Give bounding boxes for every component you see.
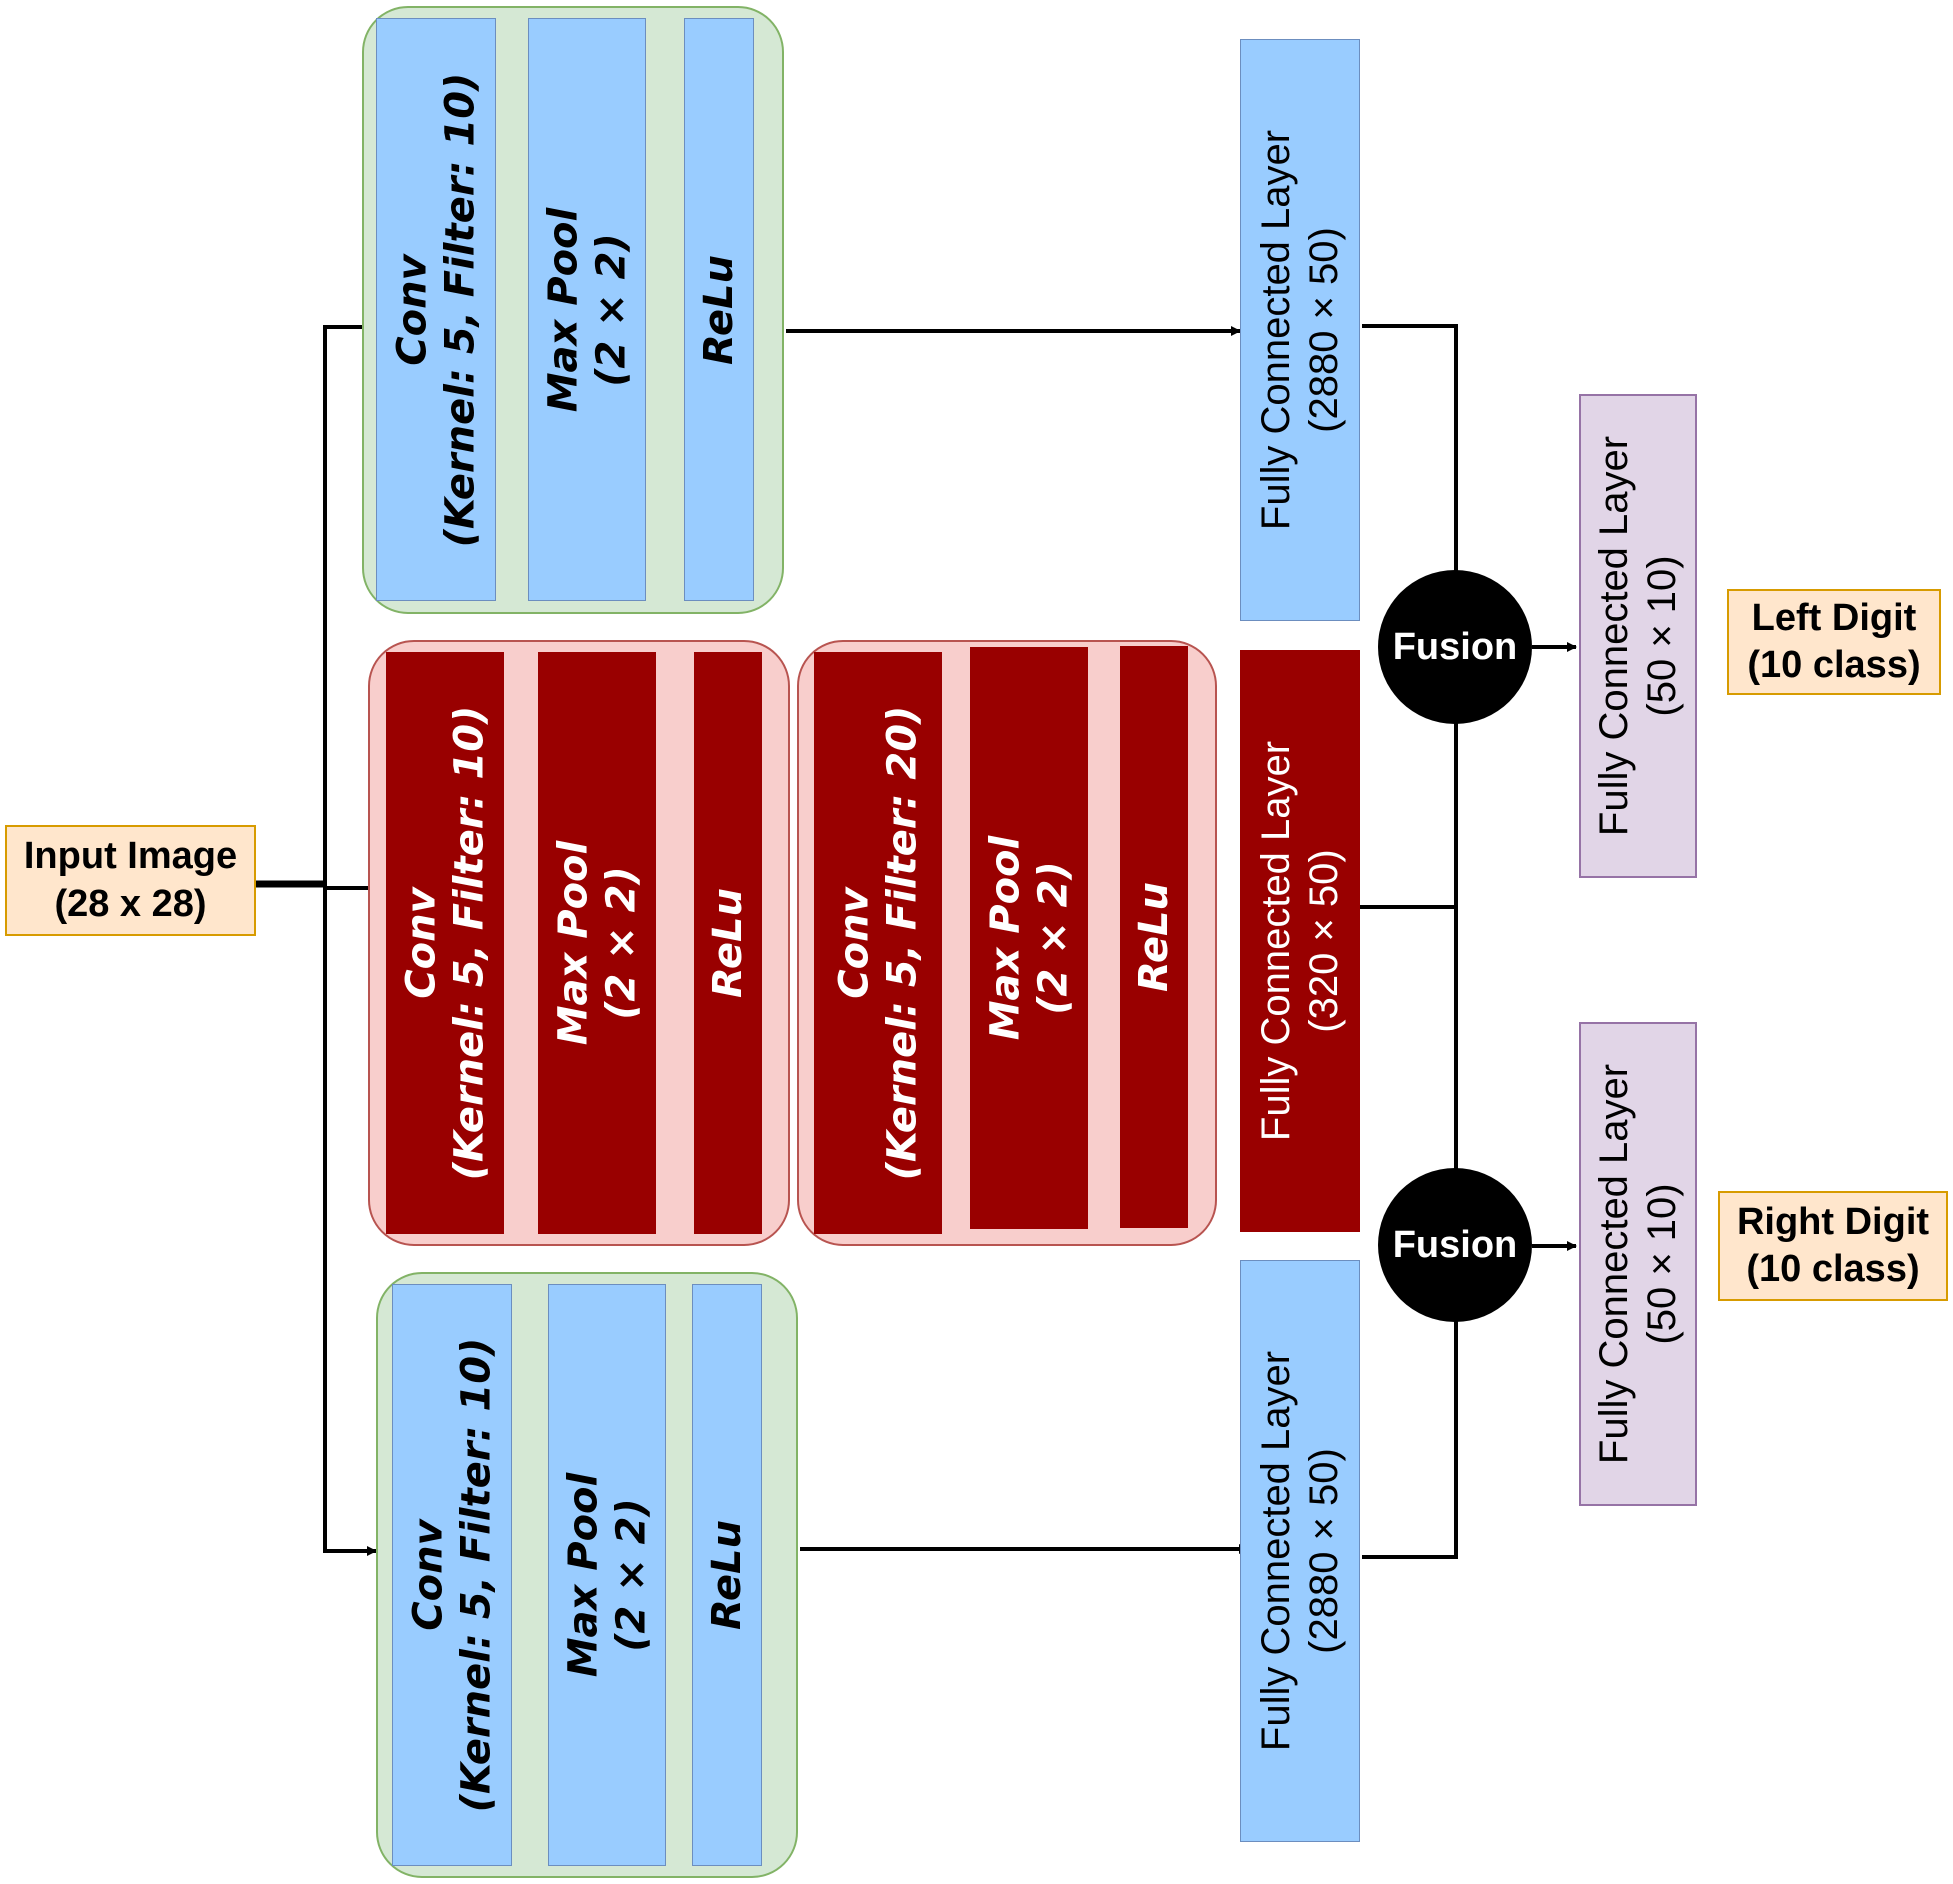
- middle-fc-layer: Fully Connected Layer (320 × 50): [1240, 650, 1360, 1232]
- middle1-relu-label: ReLu: [705, 888, 751, 998]
- middle1-conv-layer: Conv (Kernel: 5, Filter: 10): [386, 652, 504, 1234]
- top-relu-label: ReLu: [696, 254, 742, 365]
- input-image-box: Input Image (28 x 28): [5, 825, 256, 936]
- middle2-conv-title: Conv: [831, 887, 878, 999]
- input-image-label: Input Image: [23, 835, 238, 877]
- middle2-maxpool-title: Max Pool: [982, 835, 1029, 1041]
- middle2-conv-layer: Conv (Kernel: 5, Filter: 20): [814, 652, 942, 1234]
- right-digit-output-box: Right Digit (10 class): [1718, 1191, 1948, 1301]
- head-top-fc-layer: Fully Connected Layer (50 × 10): [1579, 394, 1697, 878]
- head-bottom-params: (50 × 10): [1640, 1183, 1684, 1345]
- wire-top-fc-to-fusion: [1362, 324, 1458, 572]
- bottom-relu-layer: ReLu: [692, 1284, 762, 1866]
- top-fc-params: (2880 × 50): [1302, 227, 1346, 433]
- middle1-maxpool-layer: Max Pool (2 × 2): [538, 652, 656, 1234]
- wire-input-to-bottom-branch: [323, 884, 377, 1556]
- top-maxpool-title: Max Pool: [540, 207, 587, 412]
- left-digit-label: Left Digit: [1751, 596, 1917, 639]
- bottom-conv-params: (Kernel: 5, Filter: 10): [453, 1337, 500, 1813]
- top-maxpool-layer: Max Pool (2 × 2): [528, 18, 646, 601]
- middle1-maxpool-params: (2 × 2): [598, 866, 645, 1020]
- middle1-relu-layer: ReLu: [694, 652, 762, 1234]
- bottom-conv-layer: Conv (Kernel: 5, Filter: 10): [392, 1284, 512, 1866]
- fusion-bottom-label: Fusion: [1392, 1223, 1518, 1266]
- right-digit-classes: (10 class): [1746, 1248, 1920, 1290]
- left-digit-output-box: Left Digit (10 class): [1727, 589, 1941, 695]
- bottom-relu-label: ReLu: [704, 1520, 750, 1630]
- top-maxpool-params: (2 × 2): [588, 232, 635, 387]
- wire-input-to-top-branch: [323, 322, 373, 884]
- top-conv-layer: Conv (Kernel: 5, Filter: 10): [376, 18, 496, 601]
- top-conv-title: Conv: [389, 253, 436, 366]
- middle1-maxpool-title: Max Pool: [550, 840, 597, 1046]
- middle-fc-title: Fully Connected Layer: [1254, 740, 1298, 1142]
- bottom-conv-title: Conv: [405, 1519, 452, 1631]
- fusion-bottom-node: Fusion: [1378, 1168, 1532, 1322]
- top-fc-title: Fully Connected Layer: [1254, 129, 1298, 531]
- bottom-fc-layer: Fully Connected Layer (2880 × 50): [1240, 1260, 1360, 1842]
- input-image-size: (28 x 28): [54, 882, 207, 925]
- middle2-conv-params: (Kernel: 5, Filter: 20): [879, 705, 926, 1181]
- middle2-maxpool-params: (2 × 2): [1030, 861, 1077, 1015]
- head-bottom-fc-layer: Fully Connected Layer (50 × 10): [1579, 1022, 1697, 1506]
- bottom-fc-title: Fully Connected Layer: [1254, 1350, 1298, 1752]
- right-digit-label: Right Digit: [1736, 1200, 1930, 1243]
- bottom-maxpool-params: (2 × 2): [608, 1498, 655, 1652]
- middle2-maxpool-layer: Max Pool (2 × 2): [970, 647, 1088, 1229]
- head-bottom-title: Fully Connected Layer: [1592, 1063, 1636, 1465]
- bottom-fc-params: (2880 × 50): [1302, 1448, 1346, 1654]
- middle1-conv-title: Conv: [398, 887, 445, 999]
- head-top-title: Fully Connected Layer: [1592, 435, 1636, 837]
- middle-fc-params: (320 × 50): [1302, 849, 1346, 1033]
- top-conv-params: (Kernel: 5, Filter: 10): [437, 72, 484, 547]
- left-digit-classes: (10 class): [1747, 644, 1921, 686]
- head-top-params: (50 × 10): [1640, 555, 1684, 717]
- middle2-relu-layer: ReLu: [1120, 646, 1188, 1228]
- top-relu-layer: ReLu: [684, 18, 754, 601]
- bottom-maxpool-layer: Max Pool (2 × 2): [548, 1284, 666, 1866]
- fusion-top-node: Fusion: [1378, 570, 1532, 724]
- fusion-top-label: Fusion: [1392, 625, 1518, 668]
- top-fc-layer: Fully Connected Layer (2880 × 50): [1240, 39, 1360, 621]
- middle2-relu-label: ReLu: [1131, 882, 1177, 992]
- wire-bottom-fc-to-fusion: [1362, 1321, 1458, 1559]
- bottom-maxpool-title: Max Pool: [560, 1472, 607, 1678]
- middle1-conv-params: (Kernel: 5, Filter: 10): [446, 705, 493, 1181]
